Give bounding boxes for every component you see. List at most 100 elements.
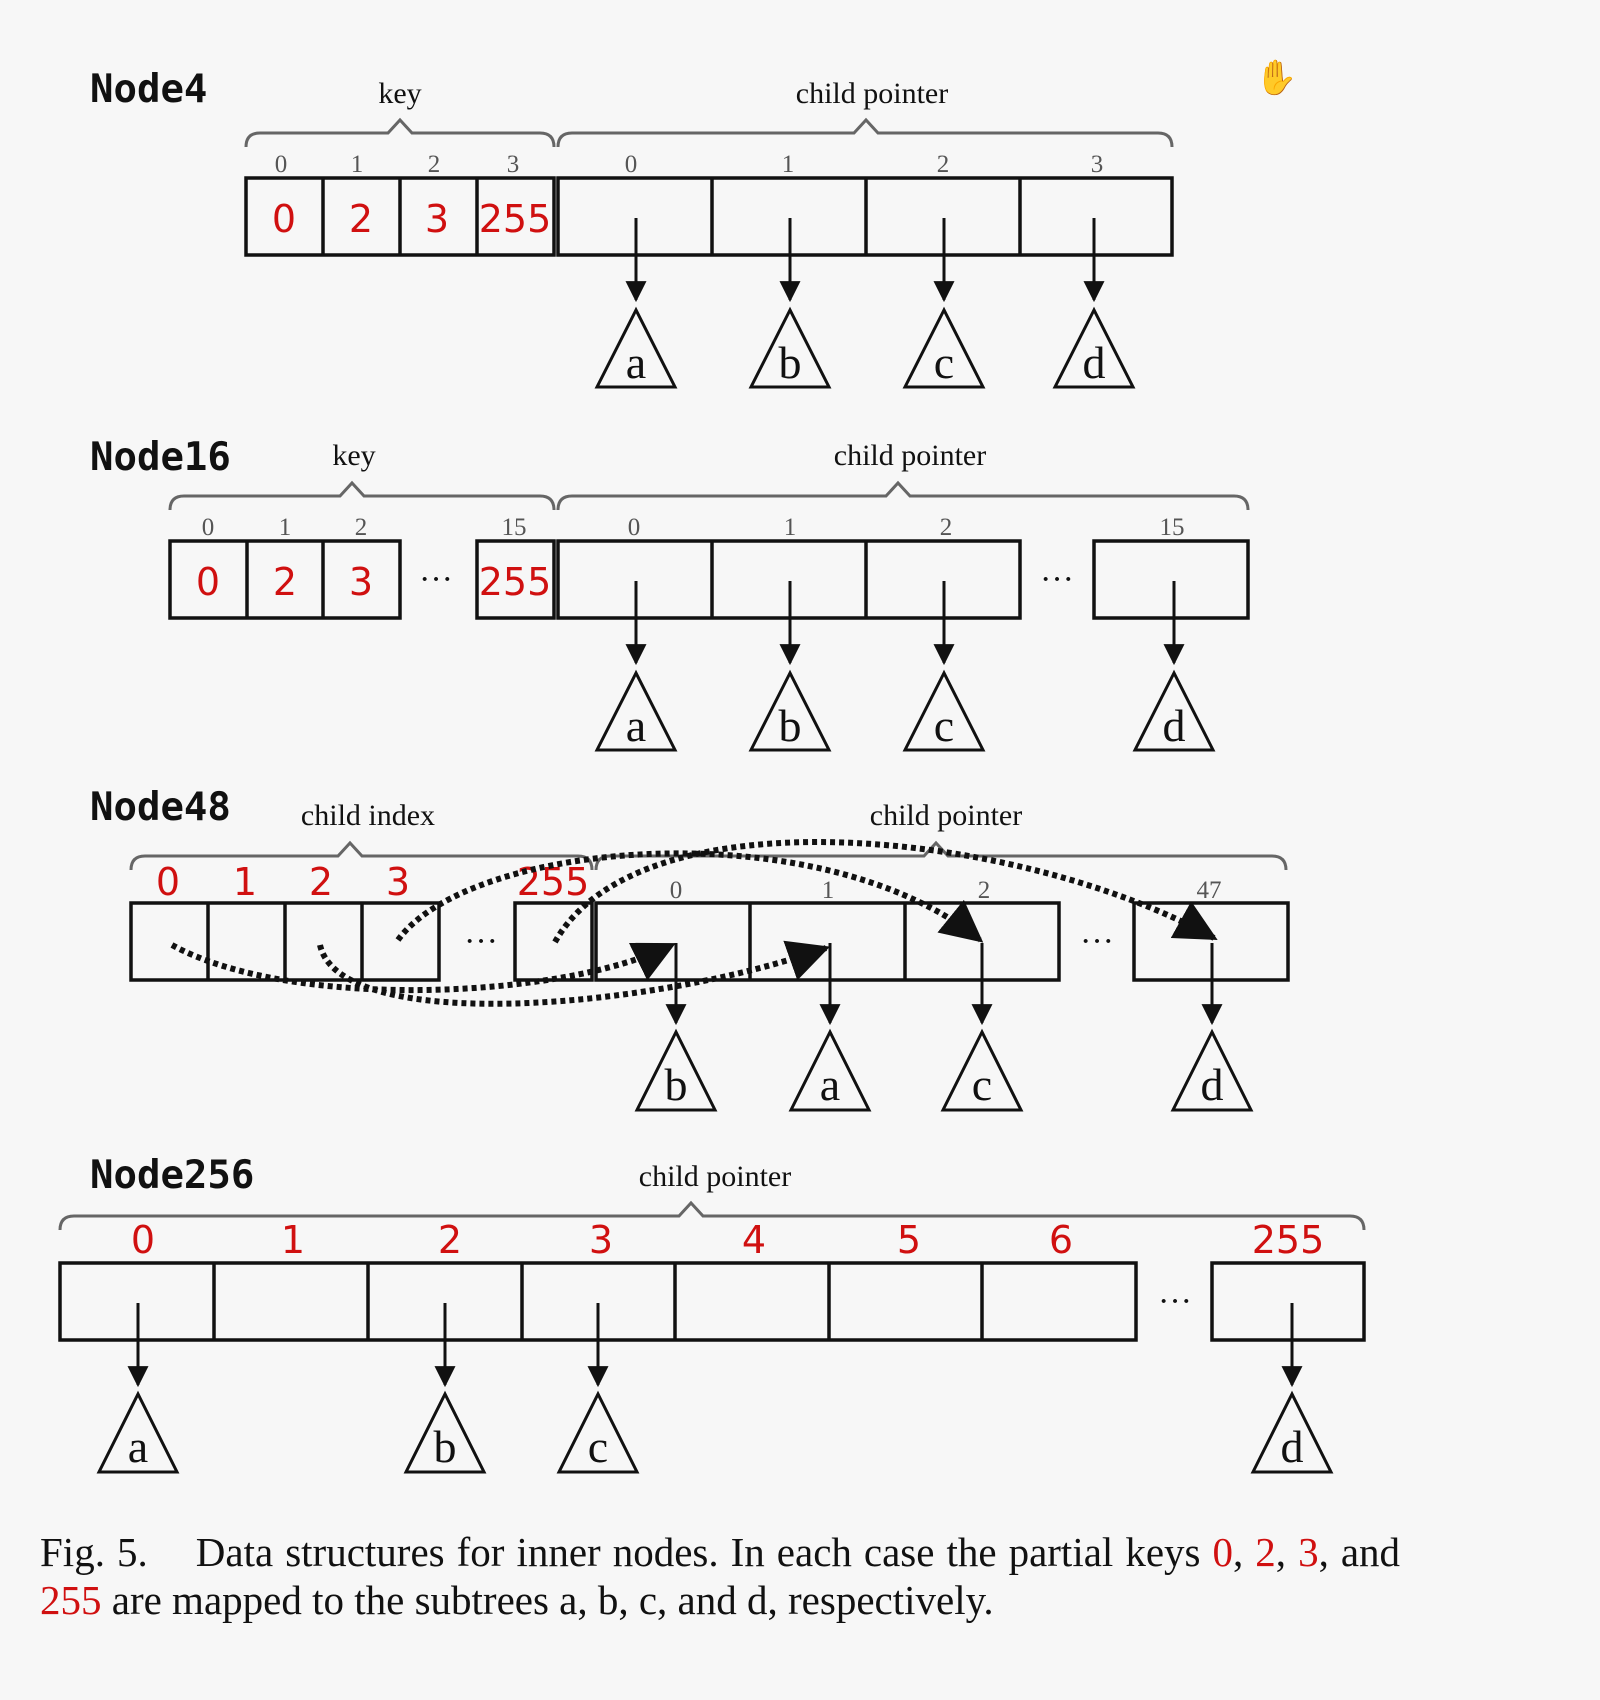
node48-child-array	[594, 901, 1061, 982]
node4-key-label: key	[378, 77, 421, 110]
subtree-triangle	[1170, 1028, 1254, 1112]
node4-child-index: 3	[1091, 151, 1104, 178]
caption-prefix: Fig. 5.	[40, 1529, 148, 1575]
node4-child-brace	[556, 117, 1174, 148]
node256-child-label: child pointer	[639, 1160, 791, 1193]
node16-key-index: 0	[202, 514, 215, 541]
index-link-255	[552, 839, 1218, 944]
caption-key: 2	[1255, 1529, 1276, 1575]
node256-title: Node256	[90, 1153, 254, 1198]
node256-ellipsis: ···	[1158, 1283, 1192, 1320]
subtree-label: d	[1201, 1059, 1224, 1110]
subtree-label: d	[1083, 337, 1106, 388]
node48-child-label: child pointer	[870, 799, 1022, 832]
node4-key-index: 3	[507, 151, 520, 178]
node16-child-index: 1	[784, 514, 797, 541]
node16-key-array	[168, 539, 402, 620]
subtree-triangle	[902, 669, 986, 752]
node48-child-index: 0	[670, 877, 683, 904]
node4-child-label: child pointer	[796, 77, 948, 110]
index-link-0	[170, 942, 676, 993]
node256-key: 3	[589, 1218, 613, 1262]
subtree-label: c	[588, 1421, 608, 1472]
subtree-label: d	[1163, 700, 1186, 751]
node16-child-ellipsis: ···	[1040, 561, 1074, 598]
subtree-label: c	[934, 700, 954, 751]
caption-text: Data structures for inner nodes. In each…	[195, 1529, 1213, 1575]
node16-child-label: child pointer	[834, 439, 986, 472]
node48-child-ellipsis: ···	[1080, 923, 1114, 960]
node4-key-index: 2	[428, 151, 441, 178]
node16-child-index: 2	[940, 514, 953, 541]
node16-child-last	[1092, 539, 1250, 620]
node16-key-index: 15	[502, 514, 527, 541]
node256-key: 6	[1049, 1218, 1073, 1262]
node4-child-index: 0	[625, 151, 638, 178]
node256-key: 5	[897, 1218, 921, 1262]
caption-sep: ,	[1275, 1529, 1299, 1575]
node256-child-last	[1210, 1261, 1366, 1342]
subtree-label: a	[626, 337, 646, 388]
node16-key: 255	[479, 560, 552, 604]
subtree-label: b	[434, 1421, 457, 1472]
node48-index-ellipsis: ···	[464, 923, 498, 960]
caption-key: 255	[40, 1577, 102, 1623]
node48-child-index: 47	[1197, 877, 1222, 904]
node16-key-last	[475, 539, 556, 620]
node4-title: Node4	[90, 67, 207, 112]
node4-key: 255	[479, 197, 552, 241]
node48-title: Node48	[90, 785, 231, 830]
node48-index-last	[513, 901, 594, 982]
node4-child-index: 1	[782, 151, 795, 178]
subtree-label: c	[972, 1059, 992, 1110]
subtree-triangle	[1132, 669, 1216, 752]
node16-key-index: 1	[279, 514, 292, 541]
subtree-label: d	[1281, 1421, 1304, 1472]
node16-child-index: 0	[628, 514, 641, 541]
subtree-triangle	[594, 669, 678, 752]
caption-key: 0	[1212, 1529, 1234, 1575]
node4-key: 0	[272, 197, 296, 241]
subtree-label: a	[626, 700, 646, 751]
node48-key: 3	[386, 860, 410, 904]
index-link-3	[395, 850, 984, 943]
caption-sep: , and	[1318, 1529, 1401, 1575]
caption-text: are mapped to the subtrees a, b, c, and …	[101, 1577, 994, 1623]
node4-key: 3	[425, 197, 449, 241]
node16-key-index: 2	[355, 514, 368, 541]
node48-index-brace	[129, 840, 594, 871]
node16-key: 3	[349, 560, 373, 604]
subtree-triangle	[748, 306, 832, 389]
node48-key: 0	[156, 860, 180, 904]
node16-title: Node16	[90, 435, 231, 480]
node256-key: 2	[438, 1218, 462, 1262]
node16-child-index: 15	[1160, 514, 1185, 541]
node16-child-brace	[556, 480, 1250, 511]
node48-key: 2	[309, 860, 333, 904]
subtree-triangle	[902, 306, 986, 389]
node256-group: Node256 child pointer 0 1 2 3 4 5 6 255 …	[58, 1153, 1366, 1474]
subtree-triangle	[788, 1028, 872, 1112]
node16-key-ellipsis: ···	[419, 561, 453, 598]
node256-child-brace	[58, 1200, 1366, 1231]
node48-group: Node48 child index child pointer 0 1 2 3…	[90, 785, 1290, 1112]
node16-key: 2	[273, 560, 297, 604]
subtree-triangle	[634, 1028, 718, 1112]
node16-key-label: key	[332, 439, 375, 472]
node4-key-brace	[244, 117, 556, 148]
node4-group: Node4 key child pointer 0 1 2 3 0 2 3 25…	[90, 67, 1174, 389]
node256-key: 4	[742, 1218, 766, 1262]
node16-group: Node16 key child pointer 0 1 2 15 ··· 0 …	[90, 435, 1250, 752]
caption-key: 3	[1298, 1529, 1319, 1575]
subtree-label: b	[779, 337, 802, 388]
node16-key-brace	[168, 480, 556, 511]
subtree-label: b	[779, 700, 802, 751]
node4-key-index: 0	[275, 151, 288, 178]
subtree-triangle	[1052, 306, 1136, 389]
node4-child-index: 2	[937, 151, 950, 178]
subtree-label: a	[128, 1421, 148, 1472]
node48-child-index: 1	[822, 877, 835, 904]
node256-key: 0	[131, 1218, 155, 1262]
subtree-triangle	[96, 1390, 180, 1474]
node4-key: 2	[349, 197, 373, 241]
